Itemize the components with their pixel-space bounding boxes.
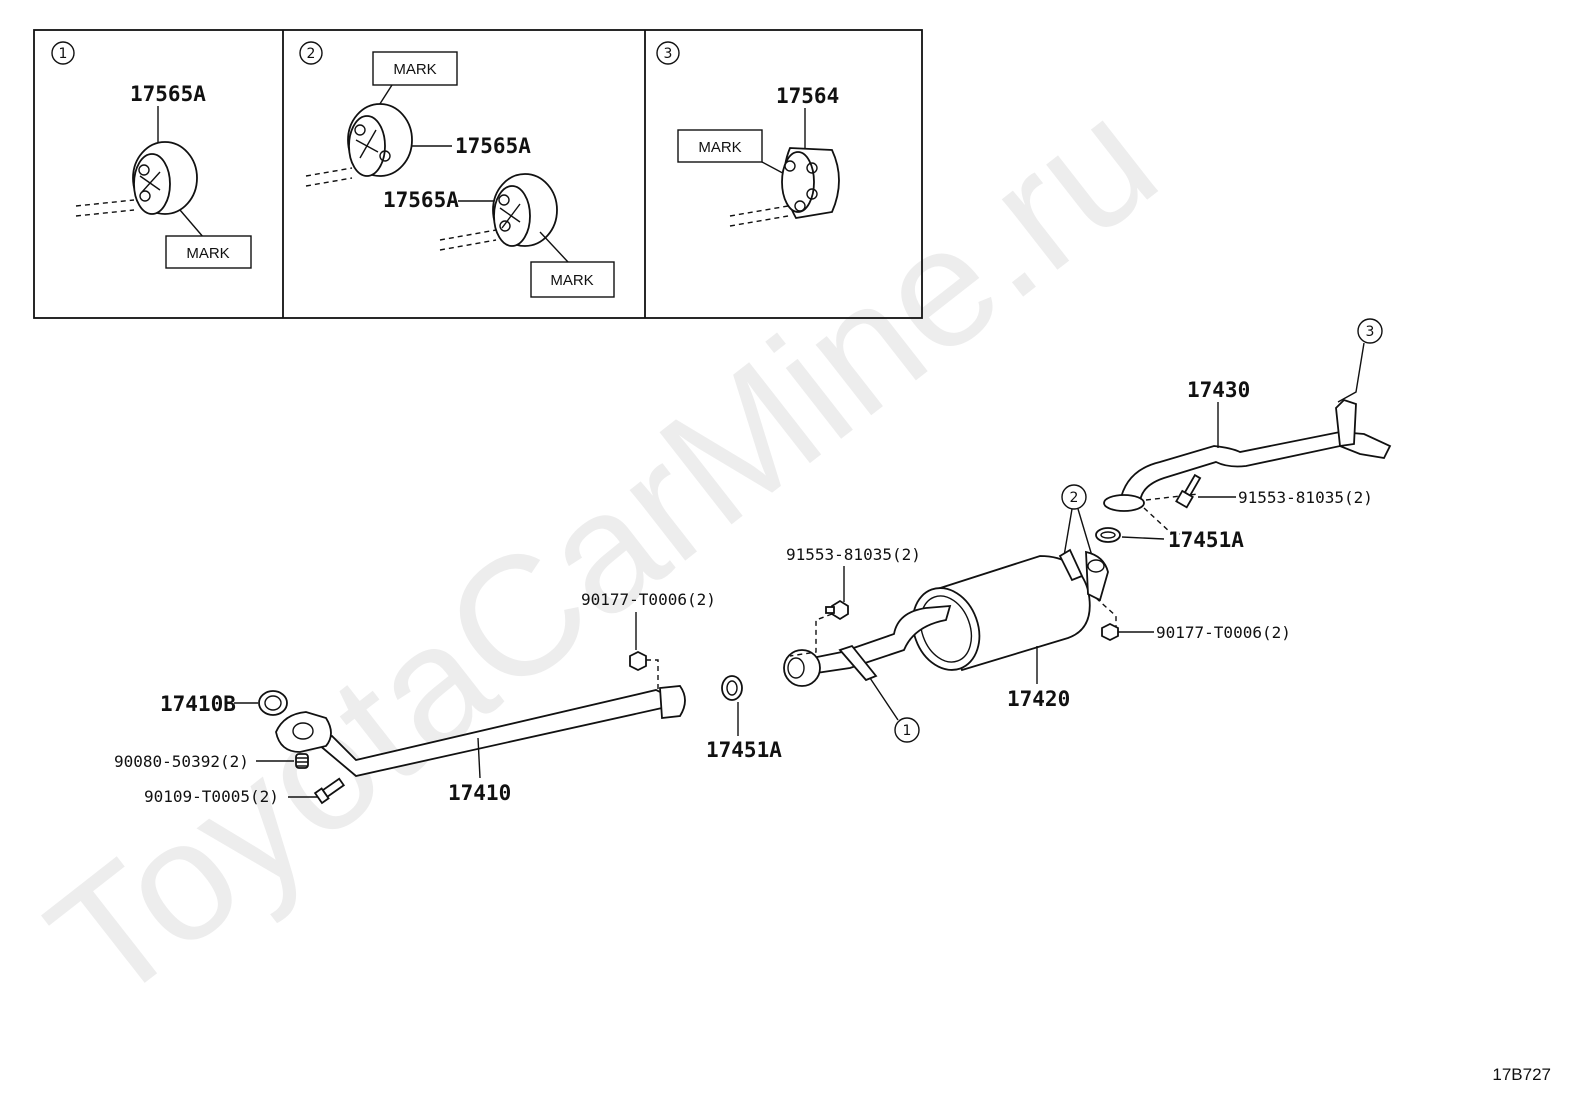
inset-1-number: 1 <box>59 46 68 62</box>
inset-1-part-label: 17565A <box>130 82 206 106</box>
part-label-90080-50392: 90080-50392(2) <box>114 752 249 771</box>
front-pipe-17410 <box>275 685 686 779</box>
part-label-91553-81035-top: 91553-81035(2) <box>1238 488 1373 507</box>
inset-2: 2 MARK 17565A 17565A MARK <box>299 41 615 298</box>
inset-2-number: 2 <box>307 46 316 62</box>
callout-1: 1 <box>903 723 912 739</box>
mark-label: MARK <box>550 272 593 289</box>
inset-3: 3 17564 MARK <box>656 41 840 227</box>
hanger-rubber-icon <box>781 147 840 219</box>
nut-90177-left: 90177-T0006(2) <box>581 590 716 700</box>
inset-3-number-circle <box>656 41 680 65</box>
inset-3-part-label: 17564 <box>776 84 839 108</box>
tail-pipe-group: 3 17430 <box>1103 318 1392 512</box>
gasket-17410B: 17410B <box>160 690 288 716</box>
inset-3-number: 3 <box>664 46 673 62</box>
mark-label: MARK <box>393 61 436 78</box>
callout-1-circle <box>894 717 920 743</box>
inset-2-number-circle <box>299 41 323 65</box>
hanger-rubber-icon <box>132 141 198 215</box>
bolt-91553-mid: 91553-81035(2) <box>786 545 921 657</box>
hanger-rubber-icon <box>347 103 413 177</box>
callout-3-circle <box>1357 318 1383 344</box>
part-label-17451A-right: 17451A <box>1168 528 1244 552</box>
hanger-rubber-icon <box>492 173 558 247</box>
callout-2: 2 <box>1070 490 1079 506</box>
nut-90177-right: 90177-T0006(2) <box>1095 597 1291 642</box>
mark-box <box>677 129 763 163</box>
callout-1-group: 1 <box>869 677 920 743</box>
mark-label: MARK <box>186 245 229 262</box>
part-label-17410B: 17410B <box>160 692 236 716</box>
muffler-17420 <box>783 548 1109 687</box>
gasket-17451A-right: 17451A <box>1095 527 1244 552</box>
part-label-90177-T0006-left: 90177-T0006(2) <box>581 590 716 609</box>
tail-pipe-17430 <box>1103 398 1392 512</box>
callout-3: 3 <box>1366 324 1375 340</box>
bolt-91553-top: 91553-81035(2) <box>1143 473 1373 535</box>
inset-2-part-label-b: 17565A <box>383 188 459 212</box>
part-label-17420: 17420 <box>1007 687 1070 711</box>
part-label-17430: 17430 <box>1187 378 1250 402</box>
mark-label: MARK <box>698 139 741 156</box>
spring-90080: 90080-50392(2) <box>114 752 309 771</box>
gasket-17451A-mid: 17451A <box>706 675 782 762</box>
mark-box <box>372 51 458 86</box>
mark-box <box>530 261 615 298</box>
part-label-17410: 17410 <box>448 781 511 805</box>
inset-2-part-label-a: 17565A <box>455 134 531 158</box>
inset-1-number-circle <box>51 41 75 65</box>
part-label-91553-81035-mid: 91553-81035(2) <box>786 545 921 564</box>
bolt-90109: 90109-T0005(2) <box>144 777 346 806</box>
part-label-90177-T0006-right: 90177-T0006(2) <box>1156 623 1291 642</box>
inset-panels <box>33 29 923 319</box>
inset-1: 1 17565A MARK <box>51 41 252 269</box>
diagram-code: 17B727 <box>1492 1065 1551 1084</box>
callout-2-circle <box>1061 484 1087 510</box>
part-label-90109-T0005: 90109-T0005(2) <box>144 787 279 806</box>
mark-box <box>165 235 252 269</box>
watermark: ToyotaCarMine.ru <box>16 63 1190 1039</box>
part-label-17451A-mid: 17451A <box>706 738 782 762</box>
